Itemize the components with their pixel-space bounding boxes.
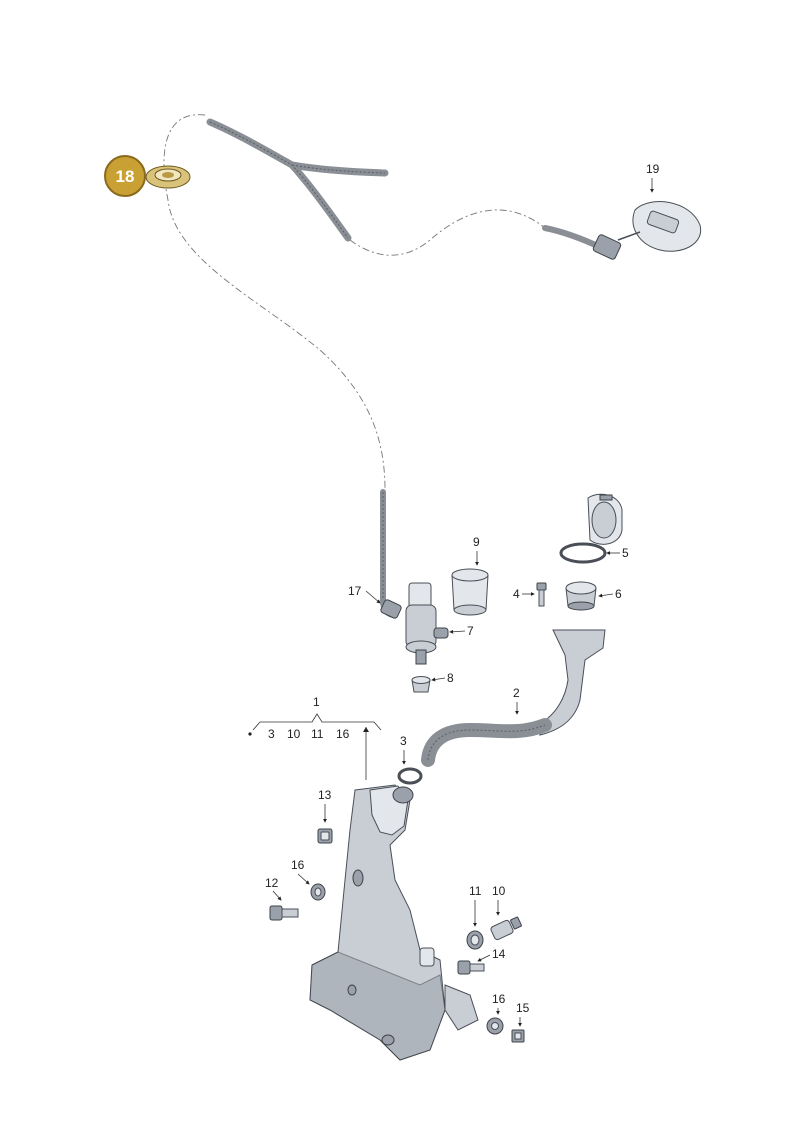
callout-2: 2: [513, 686, 520, 700]
callout-6: 6: [615, 587, 622, 601]
callout-12: 12: [265, 876, 279, 890]
callout-9: 9: [473, 535, 480, 549]
callout-14: 14: [492, 947, 506, 961]
callout-13: 13: [318, 788, 332, 802]
callout-11: 11: [469, 884, 482, 898]
callout-15: 15: [516, 1001, 530, 1015]
callout-4: 4: [513, 587, 520, 601]
group-1-item-11: 11: [311, 727, 324, 741]
washer-fluid-reservoir[interactable]: [309, 784, 479, 1061]
part-8-grommet[interactable]: [411, 676, 431, 693]
part-5-filler-cap[interactable]: [559, 493, 623, 564]
part-2-filler-pipe[interactable]: [421, 629, 606, 767]
part-16-grommet-lower[interactable]: [486, 1017, 504, 1035]
part-16-grommet-upper[interactable]: [310, 883, 326, 901]
part-12-bolt[interactable]: [269, 905, 299, 921]
part-19-washer-nozzle[interactable]: [542, 201, 702, 261]
part-11-level-sensor-grommet[interactable]: [466, 930, 484, 950]
part-18-grommet[interactable]: 18: [104, 155, 191, 197]
callout-16-lower: 16: [492, 992, 506, 1006]
callout-group-1: 1 3 10 11 16: [248, 695, 382, 780]
part-3-o-ring[interactable]: [397, 767, 423, 785]
callout-10: 10: [492, 884, 506, 898]
callout-1: 1: [313, 695, 320, 709]
part-6-filler-adapter[interactable]: [565, 581, 597, 611]
callout-18-label: 18: [116, 167, 135, 186]
hose-routing-line-right: [349, 209, 546, 256]
group-1-item-10: 10: [287, 727, 301, 741]
part-7-washer-pump[interactable]: [405, 582, 449, 665]
part-4-screw[interactable]: [536, 582, 547, 607]
callout-17: 17: [348, 584, 362, 598]
hose-routing-line-main: [163, 114, 386, 491]
group-1-item-3: 3: [268, 727, 275, 741]
callout-19: 19: [646, 162, 660, 176]
part-9-pump-grommet[interactable]: [451, 568, 489, 616]
callout-5: 5: [622, 546, 629, 560]
part-15-clip[interactable]: [511, 1029, 525, 1043]
y-hose: [206, 118, 389, 242]
group-1-item-16: 16: [336, 727, 350, 741]
part-10-level-sensor[interactable]: [490, 916, 522, 941]
part-14-bolt[interactable]: [457, 960, 485, 975]
callout-16-upper: 16: [291, 858, 305, 872]
callout-7: 7: [467, 624, 474, 638]
callout-8: 8: [447, 671, 454, 685]
part-13-clip-nut[interactable]: [317, 828, 333, 844]
callout-3: 3: [400, 734, 407, 748]
part-17-hose-connector[interactable]: [380, 489, 402, 619]
